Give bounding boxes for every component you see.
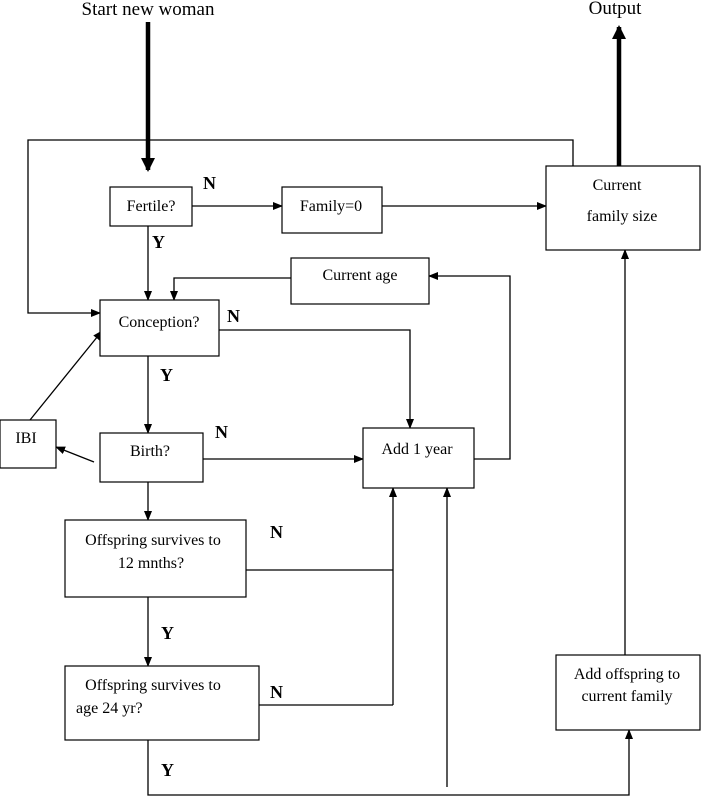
current-family-size-label-line1: Current (593, 177, 642, 194)
add-1-year-label: Add 1 year (381, 441, 453, 458)
ibi-box (0, 419, 57, 469)
conception-yes-label: Y (160, 365, 173, 385)
start-new-woman-label: Start new woman (82, 0, 215, 20)
survives-24-label-line2: age 24 yr? (76, 700, 143, 717)
family-zero-box (281, 186, 383, 234)
survives-24-yes-label: Y (161, 760, 174, 780)
survives-24-label-line1: Offspring survives to (85, 677, 221, 694)
current-age-box (290, 257, 430, 305)
add-offspring-label-line1: Add offspring to (574, 666, 680, 683)
current-family-size-box (545, 165, 701, 251)
add-offspring-box (555, 654, 701, 731)
survives-12-no-label: N (270, 522, 283, 542)
edge-loop-back-to-conception (27, 139, 574, 317)
conception-label: Conception? (119, 314, 200, 331)
output-label: Output (589, 0, 643, 19)
current-family-size-label-line2: family size (587, 208, 658, 225)
ibi-label: IBI (15, 430, 36, 447)
birth-label: Birth? (130, 443, 170, 460)
current-age-label: Current age (322, 267, 397, 284)
survives-12-label-line2: 12 mnths? (118, 555, 184, 572)
family-zero-label: Family=0 (300, 198, 362, 215)
conception-no-label: N (227, 306, 240, 326)
fertile-box (109, 186, 193, 227)
edge-birth-to-ibi (55, 446, 95, 463)
fertile-label: Fertile? (127, 198, 176, 215)
edge-conception-no-to-add-1-year (219, 329, 414, 429)
survives-12-label-line1: Offspring survives to (85, 532, 221, 549)
add-offspring-label-line2: current family (581, 688, 672, 705)
survives-12-yes-label: Y (161, 623, 174, 643)
survives-24-no-label: N (270, 682, 283, 702)
survives-24-box (64, 665, 260, 741)
fertile-yes-label: Y (152, 232, 165, 252)
edge-survives-24-yes-to-add-offspring (147, 729, 633, 796)
birth-box (99, 432, 204, 483)
edge-add-1-year-to-current-age (428, 272, 511, 460)
conception-box (99, 299, 220, 357)
birth-no-label: N (215, 422, 228, 442)
edge-current-age-to-conception (170, 277, 291, 301)
fertile-no-label: N (203, 173, 216, 193)
add-1-year-box (362, 427, 475, 489)
edge-ibi-to-conception (29, 330, 103, 421)
survives-12-box (64, 519, 247, 598)
